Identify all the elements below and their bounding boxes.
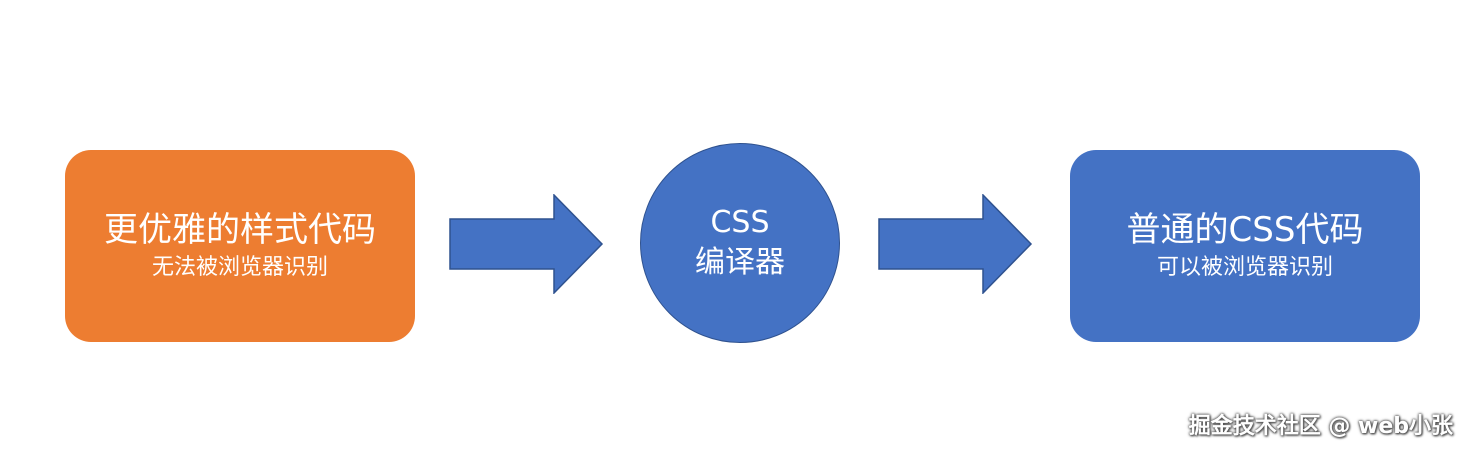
compiler-line1: CSS (710, 205, 770, 240)
target-box: 普通的CSS代码 可以被浏览器识别 (1070, 150, 1420, 342)
source-box-title: 更优雅的样式代码 (104, 210, 376, 250)
compiler-circle: CSS 编译器 (640, 143, 840, 343)
watermark: 掘金技术社区 @ web小张 (1188, 414, 1453, 439)
compiler-line2: 编译器 (695, 245, 785, 280)
arrow-right-icon (878, 194, 1033, 294)
arrow-right-icon (449, 194, 604, 294)
source-box: 更优雅的样式代码 无法被浏览器识别 (65, 150, 415, 342)
source-box-subtitle: 无法被浏览器识别 (151, 255, 328, 280)
target-box-subtitle: 可以被浏览器识别 (1156, 255, 1333, 280)
target-box-title: 普通的CSS代码 (1126, 210, 1364, 250)
